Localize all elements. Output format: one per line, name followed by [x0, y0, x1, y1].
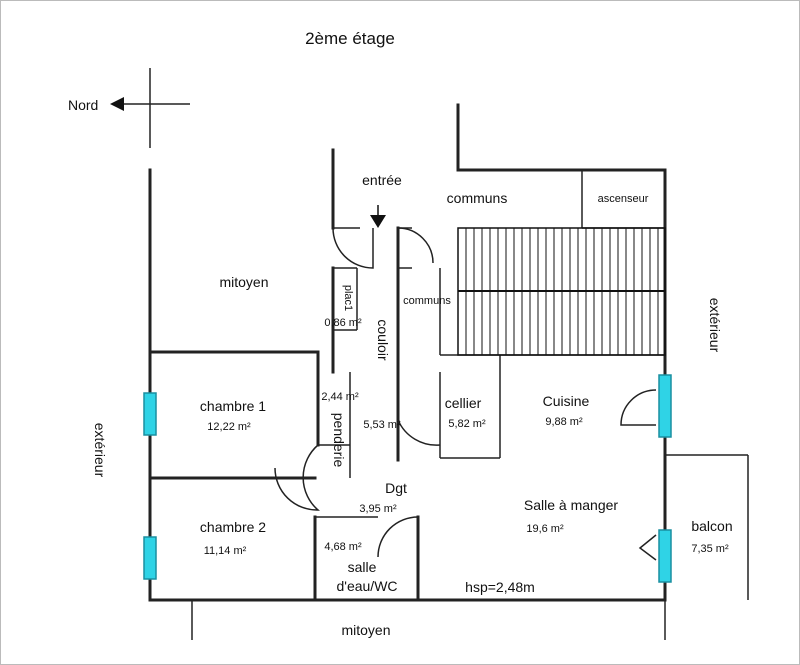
label-placard: plac1: [342, 285, 354, 311]
entry-arrow-icon: [370, 205, 386, 228]
north-arrow-icon: [110, 68, 190, 148]
label-salle-manger: Salle à manger: [524, 497, 619, 513]
label-chambre2: chambre 2: [200, 519, 266, 535]
label-mitoyen-bottom: mitoyen: [341, 622, 390, 638]
label-chambre1-area: 12,22 m²: [207, 421, 251, 433]
label-dgt: Dgt: [385, 480, 407, 496]
window-chambre1: [143, 392, 157, 436]
label-entree: entrée: [362, 172, 402, 188]
label-chambre1: chambre 1: [200, 398, 266, 414]
window-balcon: [658, 529, 672, 583]
label-penderie-area: 2,44 m²: [321, 391, 359, 403]
label-sdb-2: d'eau/WC: [336, 578, 397, 594]
label-couloir-area: 5,53 m²: [363, 419, 401, 431]
label-mitoyen-top: mitoyen: [219, 274, 268, 290]
label-cellier-area: 5,82 m²: [448, 418, 486, 430]
label-salle-manger-area: 19,6 m²: [526, 523, 564, 535]
label-hsp: hsp=2,48m: [465, 579, 535, 595]
label-communs-side: communs: [403, 295, 451, 307]
label-sdb-area: 4,68 m²: [324, 541, 362, 553]
label-couloir: couloir: [375, 319, 391, 361]
window-cuisine: [658, 374, 672, 438]
label-cuisine-area: 9,88 m²: [545, 416, 583, 428]
label-placard-area: 0,86 m²: [324, 317, 362, 329]
label-ascenseur: ascenseur: [598, 193, 649, 205]
doors: [274, 227, 657, 561]
staircase: [457, 227, 666, 356]
plan-title: 2ème étage: [305, 29, 395, 48]
label-balcon: balcon: [691, 518, 732, 534]
label-cuisine: Cuisine: [543, 393, 590, 409]
label-balcon-area: 7,35 m²: [691, 543, 729, 555]
label-sdb-1: salle: [348, 559, 377, 575]
label-dgt-area: 3,95 m²: [359, 503, 397, 515]
label-exterieur-right: extérieur: [707, 298, 723, 353]
compass-label: Nord: [68, 97, 98, 113]
label-chambre2-area: 11,14 m²: [204, 545, 247, 557]
label-penderie: penderie: [331, 413, 347, 468]
label-cellier: cellier: [445, 395, 482, 411]
label-exterieur-left: extérieur: [92, 423, 108, 478]
label-communs-top: communs: [447, 190, 508, 206]
window-chambre2: [143, 536, 157, 580]
